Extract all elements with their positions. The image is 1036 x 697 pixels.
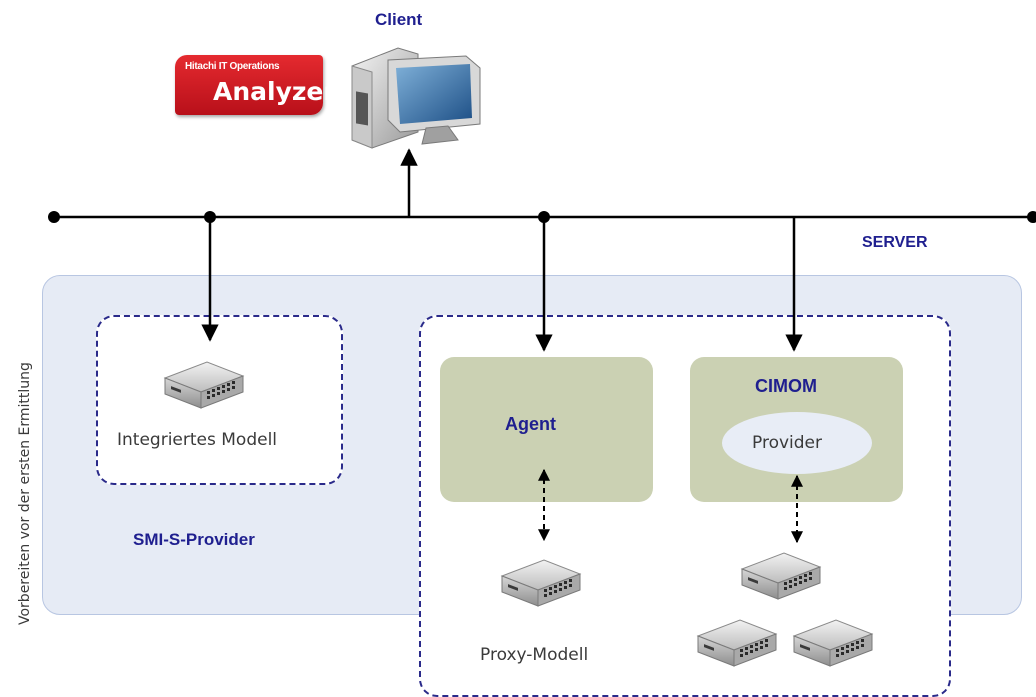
network-device-icon — [793, 619, 873, 667]
client-label: Client — [375, 10, 423, 29]
network-device-icon — [501, 559, 581, 607]
side-label: Vorbereiten vor der ersten Ermittlung — [17, 362, 33, 625]
cimom-label: CIMOM — [755, 376, 817, 396]
network-device-icon — [697, 619, 777, 667]
proxy-model-label: Proxy-Modell — [480, 645, 589, 665]
integrated-model-label: Integriertes Modell — [117, 430, 278, 450]
analyzer-logo: Hitachi IT Operations Analyzer — [175, 55, 336, 115]
network-device-icon — [164, 361, 244, 409]
agent-label: Agent — [505, 414, 556, 434]
smi-s-provider-label: SMI-S-Provider — [133, 530, 255, 549]
bus-node — [1027, 211, 1036, 223]
bus-node — [48, 211, 60, 223]
network-device-icon — [741, 552, 821, 600]
logo-small-text: Hitachi IT Operations — [185, 61, 280, 72]
provider-ellipse — [722, 412, 872, 474]
provider-label: Provider — [752, 433, 822, 453]
computer-icon — [351, 47, 481, 149]
server-label: SERVER — [862, 234, 928, 251]
logo-big-text: Analyzer — [213, 77, 336, 106]
